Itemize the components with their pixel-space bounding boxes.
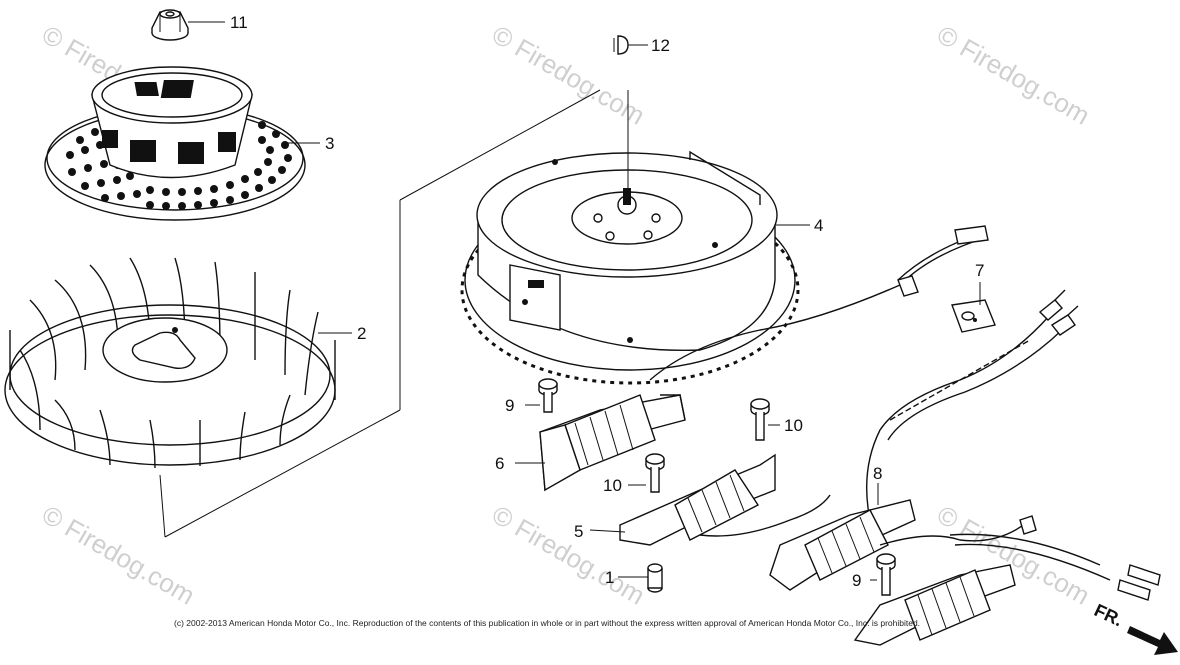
callout-2: 2 — [357, 324, 366, 343]
callout-1: 1 — [605, 568, 614, 587]
direction-label: FR. — [1091, 600, 1126, 630]
enclosure-lines — [159, 89, 601, 538]
part-flywheel-4[interactable] — [460, 150, 800, 385]
part-bolt-10-upper[interactable] — [750, 398, 770, 441]
callout-9-upper: 9 — [505, 396, 514, 415]
callout-11: 11 — [230, 13, 248, 32]
screen-holes — [66, 121, 292, 210]
callout-3: 3 — [325, 134, 334, 153]
ring-gear-teeth — [460, 195, 800, 385]
part-coil-lower[interactable] — [853, 564, 1016, 646]
part-bolt-9-lower[interactable] — [876, 553, 896, 596]
part-coil-5[interactable] — [619, 453, 831, 546]
part-dowel-pin-1[interactable] — [647, 563, 663, 593]
callout-12: 12 — [651, 36, 670, 55]
watermark: © Firedog.com — [37, 499, 200, 610]
fan-blades — [19, 257, 319, 469]
part-key-12[interactable] — [613, 35, 629, 55]
watermark: © Firedog.com — [487, 499, 650, 610]
part-screen-pulley-3[interactable] — [44, 66, 306, 221]
part-charge-coil-6[interactable] — [539, 394, 686, 492]
callout-10-upper: 10 — [784, 416, 803, 435]
part-nut-11[interactable] — [151, 9, 189, 41]
callout-labels: 11 3 2 12 4 7 9 6 10 10 5 8 9 1 — [230, 13, 984, 590]
watermark: © Firedog.com — [932, 19, 1095, 130]
part-bolt-10-lower[interactable] — [645, 453, 665, 493]
callout-6: 6 — [495, 454, 504, 473]
copyright-notice: (c) 2002-2013 American Honda Motor Co., … — [174, 618, 920, 628]
part-grommet-7[interactable] — [951, 299, 996, 333]
part-cooling-fan-2[interactable] — [4, 257, 336, 469]
front-direction-indicator: FR. — [1091, 600, 1178, 655]
direction-arrow-icon — [1127, 626, 1178, 655]
leader-lines — [188, 21, 981, 581]
wire-harness-right — [866, 289, 1079, 521]
part-bolt-9-upper[interactable] — [538, 378, 558, 413]
callout-10-lower: 10 — [603, 476, 622, 495]
callout-9-lower: 9 — [852, 571, 861, 590]
callout-7: 7 — [975, 261, 984, 280]
callout-8: 8 — [873, 464, 882, 483]
watermark: © Firedog.com — [487, 19, 650, 130]
part-coil-8[interactable] — [769, 499, 1161, 601]
callout-4: 4 — [814, 216, 823, 235]
wire-harness-upper — [649, 225, 989, 381]
callout-5: 5 — [574, 522, 583, 541]
